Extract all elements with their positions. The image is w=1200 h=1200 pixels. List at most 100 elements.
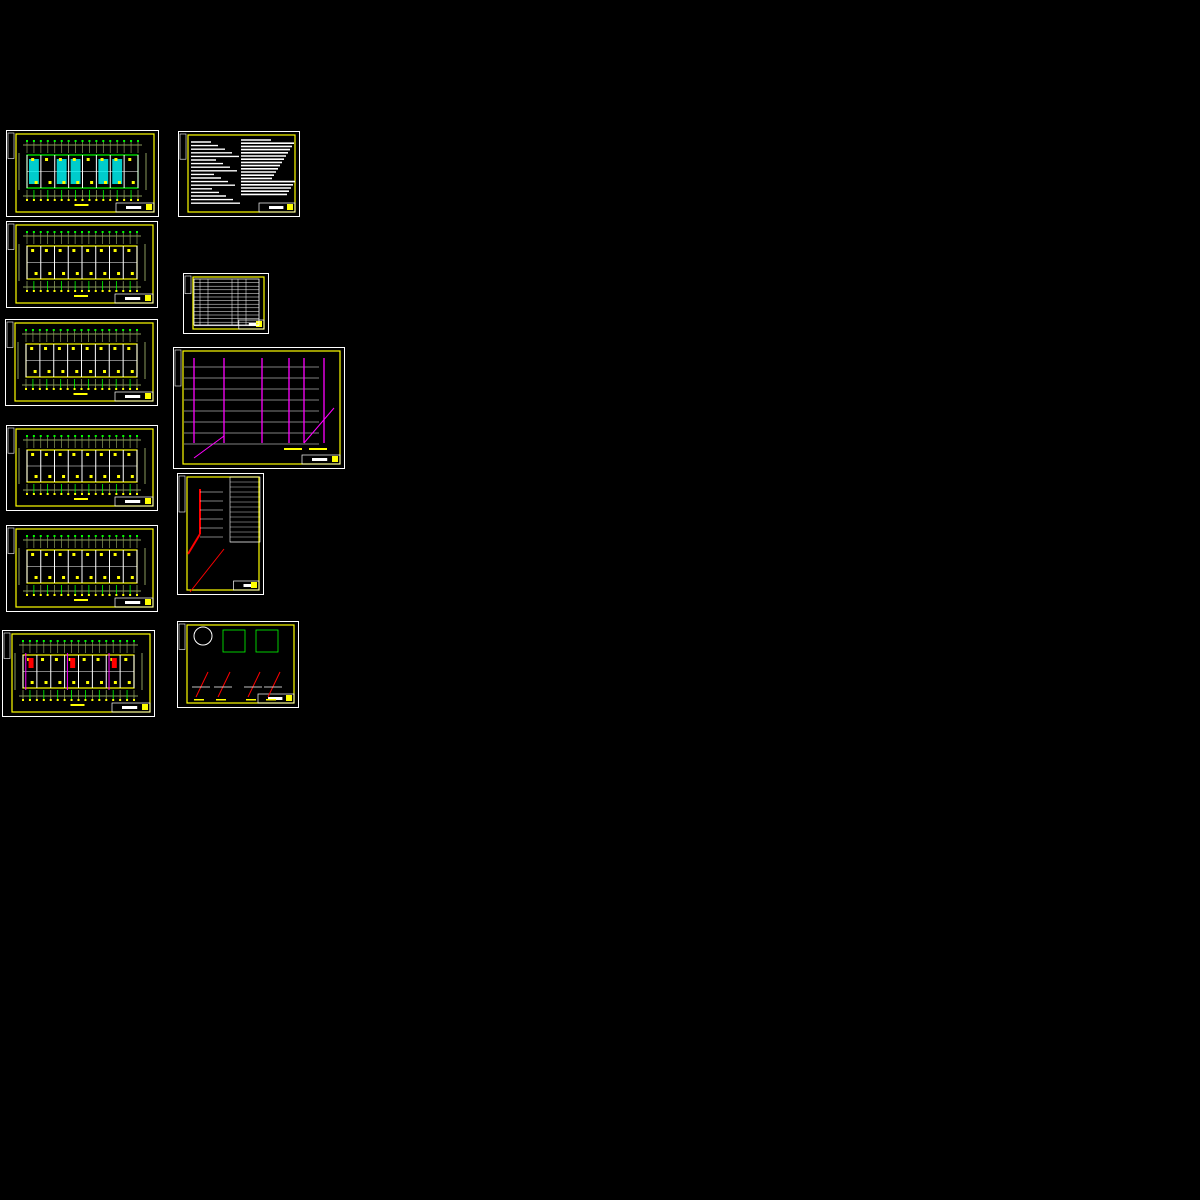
plan-title-underline	[74, 498, 88, 500]
axis-bubble	[87, 290, 90, 292]
axis-bubble	[39, 594, 42, 596]
axis-bubble	[32, 199, 35, 201]
axis-bubble	[67, 493, 70, 495]
axis-bubble	[32, 290, 35, 292]
side-strip	[174, 349, 182, 387]
axis-bubble	[115, 535, 118, 537]
axis-bubble	[101, 231, 104, 233]
axis-bubble	[26, 199, 28, 201]
drawing-sheet-floor-plan-4[interactable]	[6, 425, 158, 511]
axis-bubble	[45, 329, 48, 331]
drawing-sheet-floor-plan-1[interactable]	[6, 130, 159, 217]
axis-bubble	[133, 699, 135, 701]
axis-bubble	[59, 329, 62, 331]
axis-bubble	[28, 699, 31, 701]
title-block-stamp	[287, 204, 293, 210]
fixture	[58, 453, 62, 456]
fixture	[75, 475, 79, 478]
axis-bubble	[46, 199, 49, 201]
axis-bubble	[46, 493, 49, 495]
title-block	[258, 202, 296, 213]
axis-bubble	[87, 329, 90, 331]
drawing-sheet-details[interactable]	[177, 621, 299, 708]
fixture	[86, 553, 90, 556]
axis-bubble	[38, 329, 41, 331]
room-fill	[29, 159, 39, 184]
fixture	[117, 272, 121, 275]
axis-bubble	[53, 535, 56, 537]
inner-border	[15, 528, 154, 608]
axis-bubble	[56, 699, 59, 701]
axis-bubble	[53, 435, 56, 437]
drawing-sheet-riser-diagram[interactable]	[173, 347, 345, 469]
axis-bubble	[108, 388, 111, 390]
axis-bubble	[122, 329, 125, 331]
axis-bubble	[60, 231, 63, 233]
inner-border	[11, 633, 151, 713]
axis-bubble	[74, 290, 77, 292]
axis-bubble	[122, 231, 125, 233]
axis-bubble	[80, 388, 83, 390]
axis-bubble	[81, 290, 83, 292]
drawing-sheet-floor-plan-6[interactable]	[2, 630, 155, 717]
fixture	[116, 370, 120, 373]
axis-bubble	[74, 435, 77, 437]
axis-bubble	[46, 535, 49, 537]
inner-border	[192, 276, 265, 330]
axis-bubble	[123, 199, 126, 201]
drawing-sheet-floor-plan-5[interactable]	[6, 525, 158, 612]
axis-bubble	[112, 699, 115, 701]
fixture	[58, 553, 62, 556]
axis-bubble	[84, 640, 87, 642]
axis-bubble	[116, 199, 119, 201]
axis-bubble	[136, 493, 138, 495]
axis-bubble	[77, 699, 80, 701]
axis-bubble	[91, 699, 94, 701]
side-strip	[184, 275, 192, 295]
axis-bubble	[80, 329, 83, 331]
drawing-sheet-system-diagram[interactable]	[177, 473, 264, 595]
axis-bubble	[94, 435, 97, 437]
title-block-stamp	[146, 204, 152, 210]
axis-bubble	[108, 493, 111, 495]
fixture	[75, 272, 79, 275]
fixture	[58, 249, 62, 252]
axis-bubble	[67, 535, 70, 537]
axis-bubble	[26, 140, 28, 142]
fixture	[45, 158, 49, 161]
axis-bubble	[81, 435, 83, 437]
fixture	[130, 272, 134, 275]
title-block-fill	[122, 706, 138, 709]
horizontal-pipe	[303, 407, 335, 444]
drawing-sheet-design-notes[interactable]	[178, 131, 300, 217]
room-fill	[56, 159, 67, 184]
axis-bubble	[53, 231, 56, 233]
axis-bubble	[81, 535, 83, 537]
axis-bubble	[67, 594, 70, 596]
drawing-sheet-floor-plan-3[interactable]	[5, 319, 158, 406]
axis-bubble	[32, 535, 35, 537]
fixture	[44, 453, 48, 456]
axis-bubble	[115, 388, 118, 390]
axis-bubble	[26, 535, 28, 537]
axis-bubble	[101, 388, 104, 390]
axis-bubble	[102, 199, 105, 201]
fixture	[71, 347, 75, 350]
title-block-fill	[268, 697, 283, 700]
fixture	[41, 658, 45, 661]
axis-bubble	[115, 594, 118, 596]
drawing-sheet-floor-plan-2[interactable]	[6, 221, 158, 308]
axis-bubble	[46, 231, 49, 233]
fixture	[30, 347, 34, 350]
axis-bubble	[84, 699, 87, 701]
side-strip	[3, 632, 11, 659]
axis-bubble	[101, 535, 104, 537]
sheet-drawing	[179, 133, 296, 213]
fixture	[99, 249, 103, 252]
drawing-sheet-material-table[interactable]	[183, 273, 269, 334]
fixture	[90, 181, 94, 184]
axis-bubble	[67, 231, 70, 233]
axis-bubble	[130, 199, 133, 201]
isometric-pipe	[247, 671, 261, 698]
axis-bubble	[129, 231, 132, 233]
